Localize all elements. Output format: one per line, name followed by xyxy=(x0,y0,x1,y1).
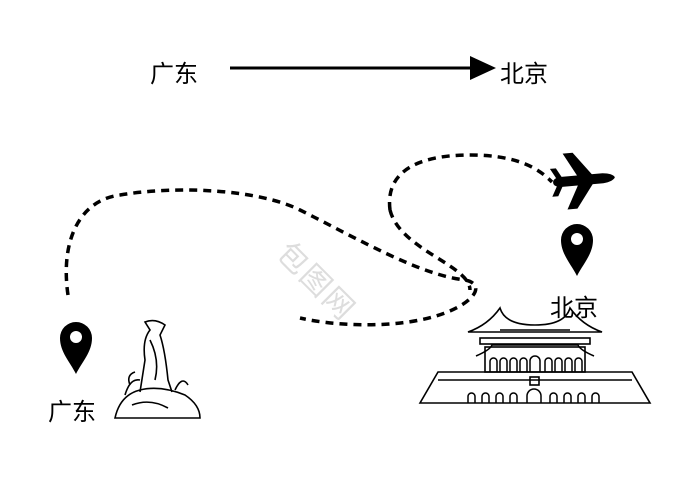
beijing-label: 北京 xyxy=(550,294,598,322)
arch xyxy=(549,392,558,403)
header-origin-label: 广东 xyxy=(150,60,198,88)
arch xyxy=(499,357,508,372)
header-destination-label: 北京 xyxy=(500,60,548,88)
arch xyxy=(509,357,518,372)
route-arrow xyxy=(230,56,496,80)
gate-arches xyxy=(467,355,600,403)
arch xyxy=(519,357,528,372)
arch xyxy=(481,392,490,403)
airplane-icon xyxy=(549,152,615,210)
arch xyxy=(554,357,563,372)
arch xyxy=(489,357,498,372)
arch xyxy=(467,392,476,403)
guangdong-label: 广东 xyxy=(48,398,96,426)
location-pin-icon-beijing xyxy=(561,224,593,276)
five-goats-statue-icon xyxy=(114,319,201,419)
arch xyxy=(563,392,572,403)
tiananmen-gate-icon xyxy=(418,306,652,404)
arch xyxy=(529,355,541,372)
arch xyxy=(564,357,573,372)
arch xyxy=(526,388,542,403)
arch xyxy=(574,357,583,372)
dashed-route-path xyxy=(64,153,554,327)
arch xyxy=(544,357,553,372)
arch xyxy=(577,392,586,403)
location-pin-icon-guangdong xyxy=(60,322,92,374)
arch xyxy=(509,392,518,403)
arch xyxy=(495,392,504,403)
arch xyxy=(591,392,600,403)
